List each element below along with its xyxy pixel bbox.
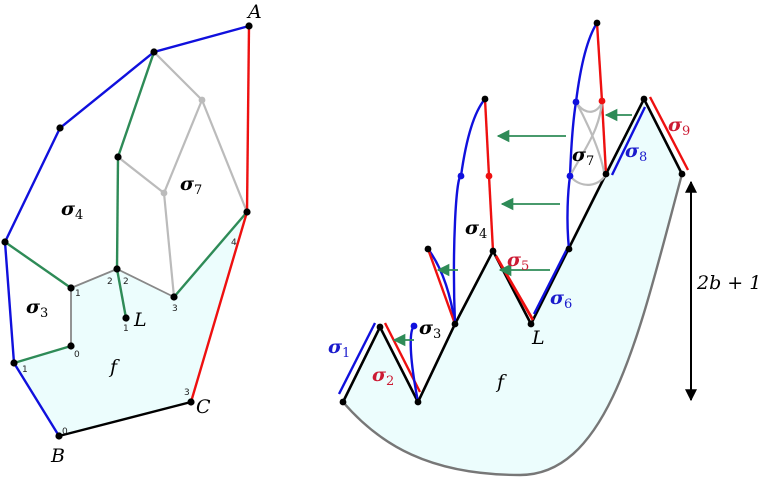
right-sigma-label-3: σ3 <box>419 317 441 342</box>
right-vertices <box>339 19 686 406</box>
left-inner-boundary <box>70 268 175 346</box>
left-figure: A B C L f σ3 σ4 σ7 0 1 0 1 2 2 1 3 4 3 <box>1 1 262 467</box>
right-sigma-label-9: σ9 <box>668 114 690 139</box>
label-sigma4-left: σ4 <box>61 198 83 223</box>
vertex-upper-left <box>56 124 64 132</box>
vertex-mid-top <box>114 153 122 161</box>
label-sigma7-left: σ7 <box>180 173 202 198</box>
right-l-label: L <box>531 327 545 349</box>
right-green-arrows <box>392 108 632 347</box>
index-c: 3 <box>184 388 190 398</box>
right-arcs <box>409 22 608 403</box>
left-gray-edges <box>117 51 249 298</box>
vertex-left <box>1 238 9 246</box>
right-sigma-label-2: σ2 <box>372 364 394 389</box>
vertex-gray-2 <box>160 189 168 197</box>
left-face-region <box>14 212 247 436</box>
label-l: L <box>133 309 147 331</box>
right-sigma-label-5: σ5 <box>507 249 529 274</box>
label-b: B <box>50 445 65 467</box>
vertex-lower-left <box>10 359 18 367</box>
label-sigma3-left: σ3 <box>26 296 48 321</box>
right-sigma-labels: σ1 σ2 σ3 σ4 σ5 σ6 σ7 σ8 σ9 <box>328 114 690 389</box>
right-face-label: f <box>495 371 507 393</box>
left-vertices <box>1 22 253 440</box>
index-inner-low: 0 <box>74 350 80 360</box>
index-center-right: 2 <box>123 277 129 287</box>
vertex-right <box>243 208 251 216</box>
index-b: 0 <box>62 427 68 437</box>
vertex-b <box>55 432 63 440</box>
index-l: 1 <box>123 324 129 334</box>
vertex-c <box>187 398 195 406</box>
index-center-left: 2 <box>107 277 113 287</box>
vertex-inner-right <box>170 293 178 301</box>
right-bottom-curve <box>342 173 684 477</box>
index-inner-left: 1 <box>75 289 81 299</box>
vertex-inner-left <box>67 284 75 292</box>
index-inner-right: 3 <box>172 304 178 314</box>
vertex-top <box>150 48 158 56</box>
vertex-inner-low <box>67 342 75 350</box>
label-c: C <box>196 396 211 418</box>
index-right: 4 <box>231 238 237 248</box>
right-sigma-label-4: σ4 <box>465 217 487 242</box>
height-label: 2b + 1 <box>696 272 759 294</box>
label-face-f: f <box>108 356 120 378</box>
right-sigma-label-1: σ1 <box>328 336 350 361</box>
index-lower-left: 1 <box>22 365 28 375</box>
label-a: A <box>246 1 262 23</box>
vertex-gray-1 <box>198 96 206 104</box>
left-green-edges <box>4 51 248 365</box>
left-blue-edges <box>3 24 250 437</box>
right-figure: 2b + 1 f L σ1 σ2 σ3 σ4 σ5 σ6 σ7 σ8 σ9 <box>328 19 759 477</box>
right-sigma-label-7: σ7 <box>572 144 594 169</box>
left-edge-bc <box>58 400 192 438</box>
vertex-a <box>245 22 253 30</box>
left-red-edges <box>189 25 251 403</box>
right-sigma-label-6: σ6 <box>550 287 572 312</box>
right-sigma-label-8: σ8 <box>625 140 647 165</box>
vertex-l <box>122 314 130 322</box>
right-offset-edges <box>337 96 690 395</box>
vertex-center <box>113 265 121 273</box>
